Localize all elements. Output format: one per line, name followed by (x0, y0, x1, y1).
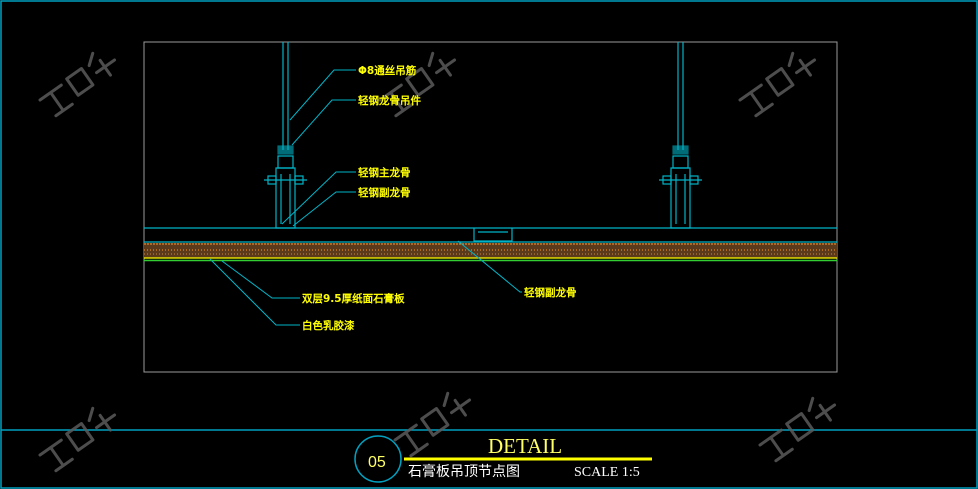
label-main-keel: 轻钢主龙骨 (358, 166, 411, 179)
detail-scale: SCALE 1:5 (574, 465, 640, 480)
detail-number-circle (354, 435, 402, 483)
gypsum-board (144, 243, 837, 258)
paint-layer (144, 257, 837, 262)
watermark-logo (38, 51, 837, 473)
detail-number: 05 (368, 454, 386, 471)
detail-subtitle: 石膏板吊顶节点图 (408, 463, 520, 480)
detail-title: DETAIL (488, 434, 562, 458)
label-hanger: 轻钢龙骨吊件 (358, 94, 421, 107)
label-sub-keel: 轻钢副龙骨 (358, 186, 411, 199)
label-rod: Φ8通丝吊筋 (358, 64, 417, 77)
label-gypsum: 双层9.5厚纸面石膏板 (301, 292, 405, 305)
hanger-assembly-left (264, 42, 307, 229)
leader-lines (209, 69, 522, 326)
label-paint: 白色乳胶漆 (302, 319, 355, 332)
view-frame (143, 41, 838, 373)
label-sub-keel-2: 轻钢副龙骨 (524, 286, 577, 299)
sub-keel-line (144, 227, 837, 243)
hanger-assembly-right (659, 42, 702, 229)
